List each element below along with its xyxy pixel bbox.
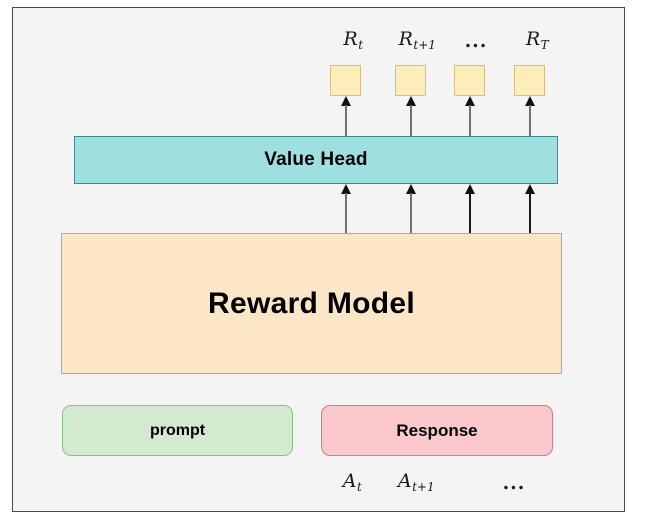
- action-label-2-base: A: [397, 470, 412, 492]
- prompt-box[interactable]: prompt: [62, 405, 293, 456]
- reward-square-1: [330, 65, 361, 96]
- arrow-valuehead-to-reward-3: [464, 96, 475, 136]
- arrow-shaft: [528, 193, 531, 233]
- arrowhead-icon: [340, 184, 351, 194]
- arrow-valuehead-to-reward-1: [340, 96, 351, 136]
- arrow-shaft: [468, 105, 471, 136]
- reward-label-1-sub: t: [358, 38, 364, 52]
- arrow-shaft: [409, 105, 412, 136]
- value-head-label: Value Head: [264, 149, 368, 170]
- arrow-valuehead-to-reward-4: [524, 96, 535, 136]
- arrow-shaft: [468, 193, 471, 233]
- arrowhead-icon: [524, 184, 535, 194]
- arrow-rewardmodel-to-valuehead-3: [464, 184, 475, 233]
- reward-model-label: Reward Model: [208, 286, 415, 320]
- arrow-shaft: [344, 193, 347, 233]
- arrow-valuehead-to-reward-2: [405, 96, 416, 136]
- reward-label-1-base: R: [343, 28, 358, 50]
- reward-label-2-base: R: [398, 28, 413, 50]
- reward-square-2: [395, 65, 426, 96]
- reward-label-4-sub: T: [540, 38, 549, 52]
- response-label: Response: [396, 420, 478, 440]
- arrowhead-icon: [405, 184, 416, 194]
- response-box[interactable]: Response: [321, 405, 553, 456]
- action-label-1-base: A: [342, 470, 357, 492]
- action-label-ellipsis: ...: [492, 470, 536, 496]
- reward-label-2-sub: t+1: [413, 38, 436, 52]
- reward-label-ellipsis-text: ...: [464, 30, 488, 52]
- action-label-1-sub: t: [356, 480, 362, 494]
- reward-square-4: [514, 65, 545, 96]
- action-label-2-sub: t+1: [412, 480, 435, 494]
- arrow-rewardmodel-to-valuehead-1: [340, 184, 351, 233]
- reward-square-3: [454, 65, 485, 96]
- arrowhead-icon: [340, 96, 351, 106]
- arrowhead-icon: [464, 184, 475, 194]
- arrow-shaft: [409, 193, 412, 233]
- action-label-ellipsis-text: ...: [502, 472, 526, 494]
- arrowhead-icon: [405, 96, 416, 106]
- arrow-rewardmodel-to-valuehead-4: [524, 184, 535, 233]
- arrow-rewardmodel-to-valuehead-2: [405, 184, 416, 233]
- prompt-label: prompt: [149, 421, 206, 439]
- reward-label-4-base: R: [525, 28, 541, 50]
- reward-model-box[interactable]: Reward Model: [61, 233, 562, 374]
- arrow-shaft: [344, 105, 347, 136]
- arrowhead-icon: [524, 96, 535, 106]
- arrowhead-icon: [464, 96, 475, 106]
- reward-label-ellipsis: ...: [454, 28, 498, 54]
- value-head-box[interactable]: Value Head: [74, 136, 558, 184]
- arrow-shaft: [528, 105, 531, 136]
